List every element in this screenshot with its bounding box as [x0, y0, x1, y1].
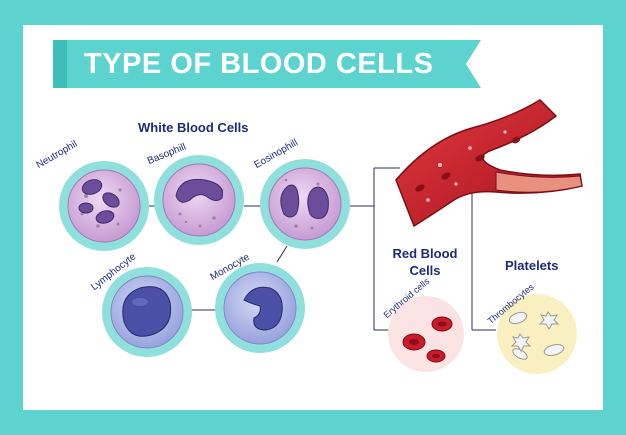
- eosinophil-cell: [260, 159, 350, 249]
- lymphocyte-cell: [102, 267, 192, 357]
- red-blood-cells-circle: [388, 296, 464, 372]
- platelets-circle: [497, 294, 577, 374]
- neutrophil-cell: [59, 161, 149, 251]
- red-blood-cells-heading-line2: Cells: [409, 263, 441, 278]
- blood-vessel-illustration: [395, 99, 583, 228]
- title-banner: [53, 40, 481, 88]
- platelets-heading: Platelets: [505, 258, 559, 273]
- wbc-connector-lines: [148, 167, 496, 331]
- basophil-cell: [154, 155, 244, 245]
- white-blood-cells-heading: White Blood Cells: [138, 120, 249, 135]
- page-title: TYPE OF BLOOD CELLS: [84, 48, 434, 80]
- red-blood-cells-heading: Red Blood Cells: [380, 245, 470, 279]
- red-blood-cells-heading-line1: Red Blood: [392, 246, 458, 261]
- monocyte-cell: [215, 263, 305, 353]
